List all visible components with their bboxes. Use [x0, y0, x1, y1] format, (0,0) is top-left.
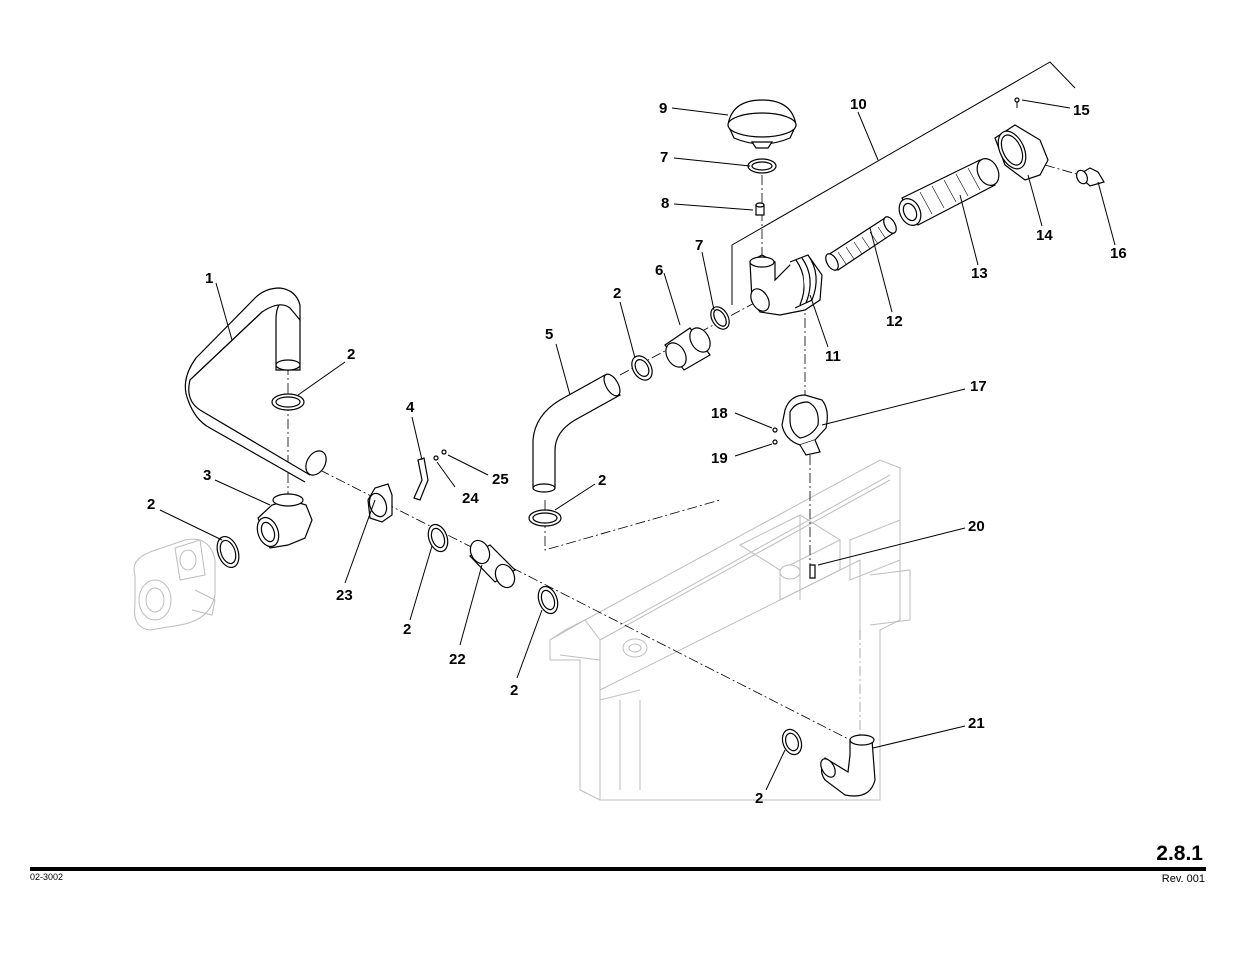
part-12-safety-filter — [825, 216, 897, 271]
callout-19: 19 — [711, 450, 728, 467]
callout-2a: 2 — [347, 346, 355, 363]
callout-2c: 2 — [403, 621, 411, 638]
callout-12: 12 — [886, 313, 903, 330]
callout-1: 1 — [205, 270, 213, 287]
callout-24: 24 — [462, 490, 479, 507]
centerlines — [287, 164, 1081, 751]
part-6-reducer — [664, 327, 711, 371]
callout-18: 18 — [711, 405, 728, 422]
callout-9: 9 — [659, 100, 667, 117]
page-number: 2.8.1 — [1156, 842, 1203, 865]
callout-3: 3 — [203, 467, 211, 484]
callout-2f: 2 — [613, 285, 621, 302]
callout-13: 13 — [971, 265, 988, 282]
part-3-elbow — [256, 493, 313, 549]
part-9-rain-cap — [727, 99, 797, 149]
callout-6: 6 — [655, 262, 663, 279]
callout-17: 17 — [970, 378, 987, 395]
part-22-coupler — [469, 539, 516, 589]
callout-15: 15 — [1073, 102, 1090, 119]
callout-2e: 2 — [598, 472, 606, 489]
part-17-mounting-band — [781, 394, 828, 456]
drawing-code: 02-3002 — [30, 872, 64, 882]
part-15-screw — [1014, 97, 1020, 108]
revision-label: Rev. 001 — [1161, 873, 1205, 885]
turbocharger-ghost — [133, 538, 216, 631]
callout-16: 16 — [1110, 245, 1127, 262]
callout-14: 14 — [1036, 227, 1053, 244]
part-8-fitting — [755, 202, 765, 216]
callout-2g: 2 — [755, 790, 763, 807]
callout-8: 8 — [661, 195, 669, 212]
part-11-air-cleaner-body — [749, 254, 823, 316]
chassis-frame-ghost — [549, 459, 911, 801]
callout-5: 5 — [545, 326, 553, 343]
part-23-bracket — [367, 483, 393, 523]
part-16-dust-valve — [1075, 167, 1105, 187]
callout-25: 25 — [492, 471, 509, 488]
callout-2b: 2 — [147, 496, 155, 513]
leader-lines — [159, 99, 1116, 791]
part-20-bolt — [809, 564, 816, 579]
part-1-intake-tube — [184, 287, 327, 483]
callout-labels: 1 2 2 2 2 2 2 2 2 3 4 5 6 7 7 8 9 10 11 … — [147, 96, 1127, 807]
part-21-elbow — [820, 734, 876, 797]
callout-20: 20 — [968, 518, 985, 535]
part-4-strap — [413, 449, 447, 501]
part-13-primary-filter — [898, 158, 1000, 226]
part-18-19-fasteners — [772, 427, 778, 445]
callout-7b: 7 — [660, 149, 668, 166]
callout-2d: 2 — [510, 682, 518, 699]
callout-7a: 7 — [695, 237, 703, 254]
part-14-end-cover — [994, 124, 1049, 181]
footer-rule — [30, 867, 1206, 871]
callout-11: 11 — [825, 348, 841, 365]
callout-21: 21 — [968, 715, 985, 732]
part-2-hose-clamps — [216, 355, 803, 756]
part-7-clamp-lower — [710, 306, 730, 330]
part-5-elbow-hose — [532, 373, 621, 493]
part-10-bracket-leader — [731, 61, 1076, 305]
callout-22: 22 — [449, 651, 466, 668]
callout-10: 10 — [850, 96, 867, 113]
part-7-clamp-upper — [747, 158, 777, 174]
callout-4: 4 — [406, 399, 415, 416]
callout-23: 23 — [336, 587, 353, 604]
